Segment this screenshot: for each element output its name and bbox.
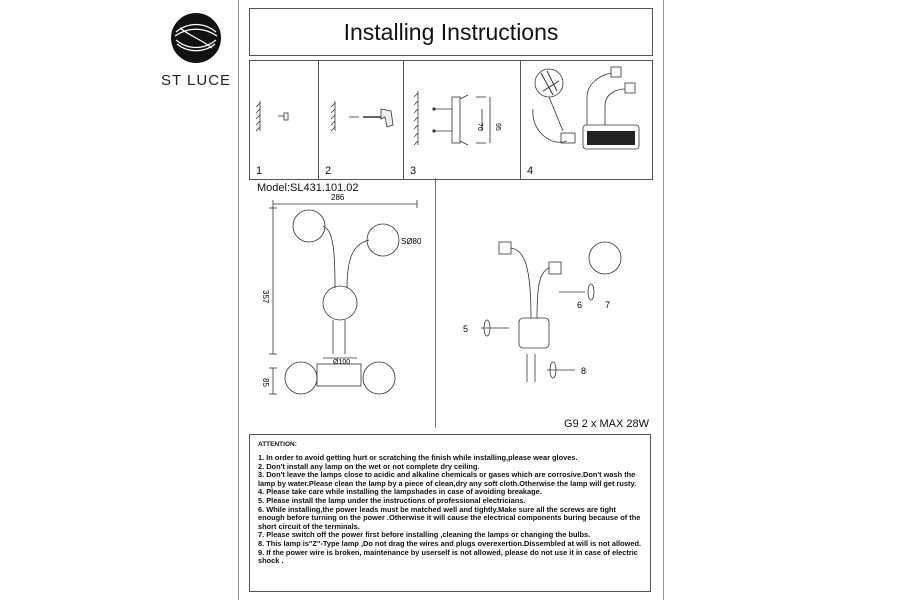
attention-item: 9. If the power wire is broken, maintena… <box>258 547 638 566</box>
step-number: 3 <box>410 165 417 177</box>
diagram-area: Model:SL431.101.02 286 3 <box>249 178 651 430</box>
brand-logo <box>150 12 242 112</box>
step-1-illustration <box>255 101 289 132</box>
dimension-base: Ø100 <box>333 359 350 366</box>
brand-logo-mark <box>171 13 221 63</box>
instruction-sheet: Installing Instructions 1 <box>238 0 664 600</box>
callout-8: 8 <box>581 366 586 376</box>
attention-box: ATTENTION: 1. In order to avoid getting … <box>249 434 651 592</box>
attention-item: 7. Please switch off the power first bef… <box>258 530 591 540</box>
attention-item: 5. Please install the lamp under the ins… <box>258 495 526 505</box>
power-spec: G9 2 x MAX 28W <box>564 418 649 430</box>
attention-title: ATTENTION: <box>258 441 297 448</box>
diagram-divider <box>435 178 436 428</box>
dimension-screw-a: 70 <box>476 123 483 131</box>
attention-item: 4. Please take care while installing the… <box>258 487 542 497</box>
attention-item: 2. Don't install any lamp on the wet or … <box>258 461 480 471</box>
hammer-icon <box>380 108 394 128</box>
step-2-illustration <box>330 101 394 132</box>
install-steps: 1 2 <box>249 60 653 180</box>
dimension-width: 286 <box>331 193 345 202</box>
step-3-illustration: 70 95 <box>413 91 501 146</box>
model-label: Model:SL431.101.02 <box>257 182 359 194</box>
attention-item: 6. While installing,the power leads must… <box>258 504 641 531</box>
step-4: 4 <box>521 61 655 179</box>
step-number: 1 <box>256 165 263 177</box>
attention-list: 1. In order to avoid getting hurt or scr… <box>258 453 642 566</box>
brand-name: ST LUCE <box>160 72 232 89</box>
step-3: 70 95 3 <box>404 61 521 179</box>
step-number: 4 <box>527 165 534 177</box>
step-4-illustration <box>532 66 640 150</box>
dimension-depth: 85 <box>261 378 270 387</box>
attention-item: 1. In order to avoid getting hurt or scr… <box>258 453 578 462</box>
document-title: Installing Instructions <box>249 8 653 56</box>
attention-item: 8. This lamp is"Z"-Type lamp ,Do not dra… <box>258 538 642 548</box>
dimension-diagram: 286 357 SØ80 Ø100 85 <box>261 193 422 395</box>
callout-5: 5 <box>463 324 468 334</box>
dimension-shade: SØ80 <box>401 237 422 246</box>
dimension-screw-b: 95 <box>494 123 501 131</box>
callout-6: 6 <box>577 300 582 310</box>
dimension-height: 357 <box>261 290 270 304</box>
exploded-diagram: 5 6 7 8 <box>463 241 622 382</box>
callout-7: 7 <box>605 300 610 310</box>
step-2: 2 <box>319 61 404 179</box>
step-1: 1 <box>250 61 319 179</box>
step-number: 2 <box>325 165 332 177</box>
attention-item: 3. Don't leave the lamps close to acidic… <box>258 470 637 488</box>
